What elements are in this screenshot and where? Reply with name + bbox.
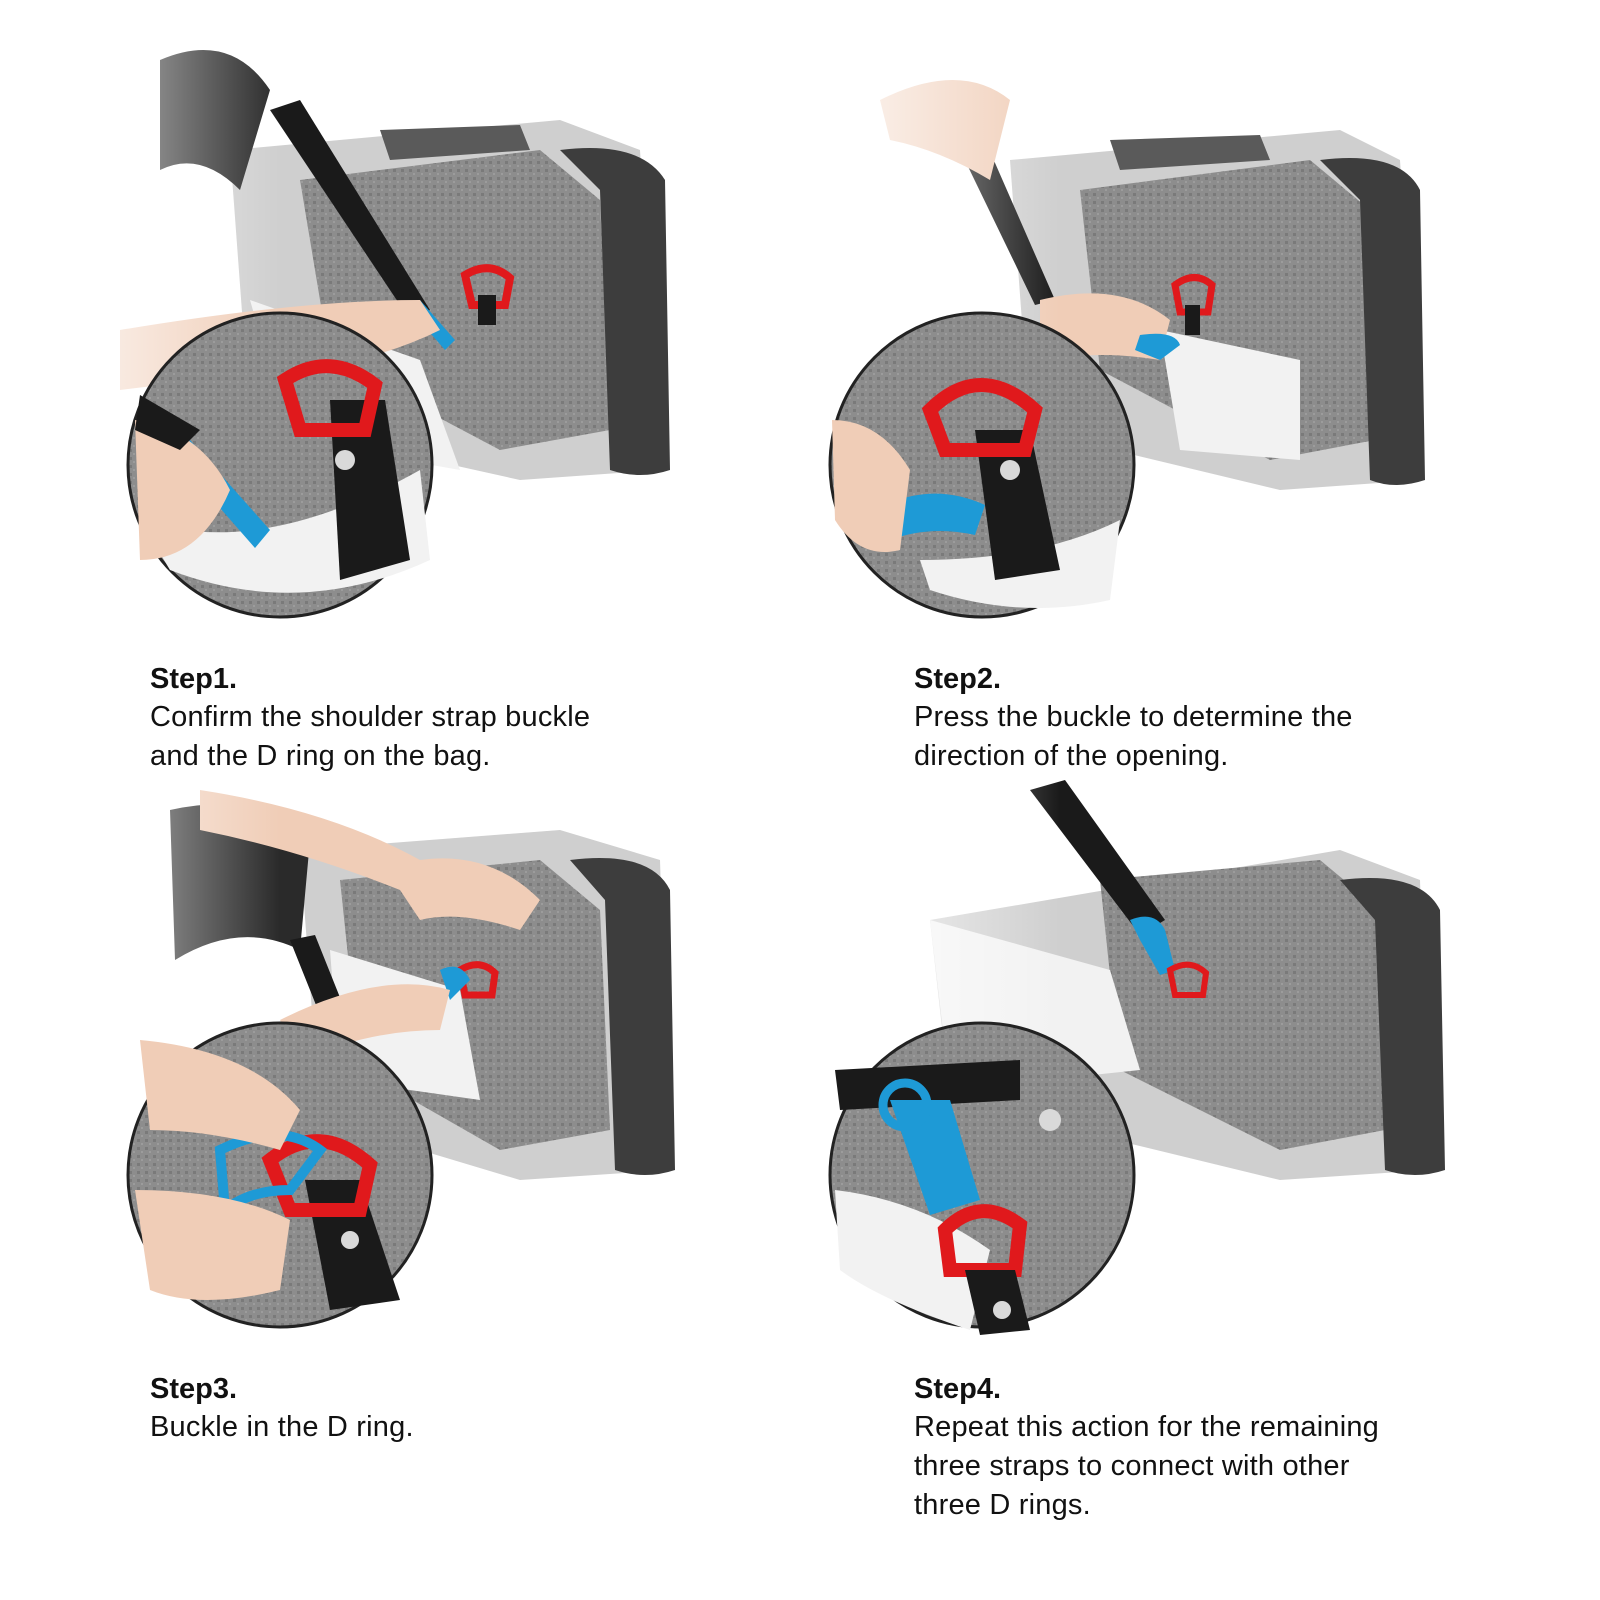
step-4-panel: Step4. Repeat this action for the remain… bbox=[780, 770, 1580, 1550]
step-title: Step2. bbox=[914, 663, 1002, 695]
step-1-caption: Step1. Confirm the shoulder strap buckle… bbox=[150, 660, 770, 776]
step-4-illustration bbox=[780, 770, 1580, 1420]
step-2-panel: Step2. Press the buckle to determine the… bbox=[780, 0, 1580, 780]
zoom-detail-circle bbox=[126, 311, 434, 619]
step-title: Step1. bbox=[150, 663, 238, 695]
step-text-line: direction of the opening. bbox=[914, 740, 1229, 772]
step-3-panel: Step3. Buckle in the D ring. bbox=[0, 770, 800, 1550]
step-text-line: three straps to connect with other bbox=[914, 1450, 1350, 1482]
step-2-caption: Step2. Press the buckle to determine the… bbox=[914, 660, 1534, 776]
step-text-line: Press the buckle to determine the bbox=[914, 701, 1353, 733]
step-text-line: Repeat this action for the remaining bbox=[914, 1411, 1380, 1443]
step-1-illustration bbox=[0, 0, 800, 650]
step-4-caption: Step4. Repeat this action for the remain… bbox=[914, 1370, 1534, 1525]
step-3-illustration bbox=[0, 770, 800, 1420]
step-title: Step4. bbox=[914, 1373, 1002, 1405]
zoom-detail-circle bbox=[828, 311, 1136, 619]
step-text-line: Confirm the shoulder strap buckle bbox=[150, 701, 591, 733]
step-3-caption: Step3. Buckle in the D ring. bbox=[150, 1370, 770, 1447]
step-2-illustration bbox=[780, 0, 1580, 650]
step-title: Step3. bbox=[150, 1373, 238, 1405]
step-text-line: three D rings. bbox=[914, 1489, 1091, 1521]
step-text-line: and the D ring on the bag. bbox=[150, 740, 491, 772]
step-1-panel: Step1. Confirm the shoulder strap buckle… bbox=[0, 0, 800, 780]
step-text-line: Buckle in the D ring. bbox=[150, 1411, 414, 1443]
zoom-detail-circle bbox=[828, 1021, 1136, 1335]
zoom-detail-circle bbox=[126, 1021, 434, 1329]
